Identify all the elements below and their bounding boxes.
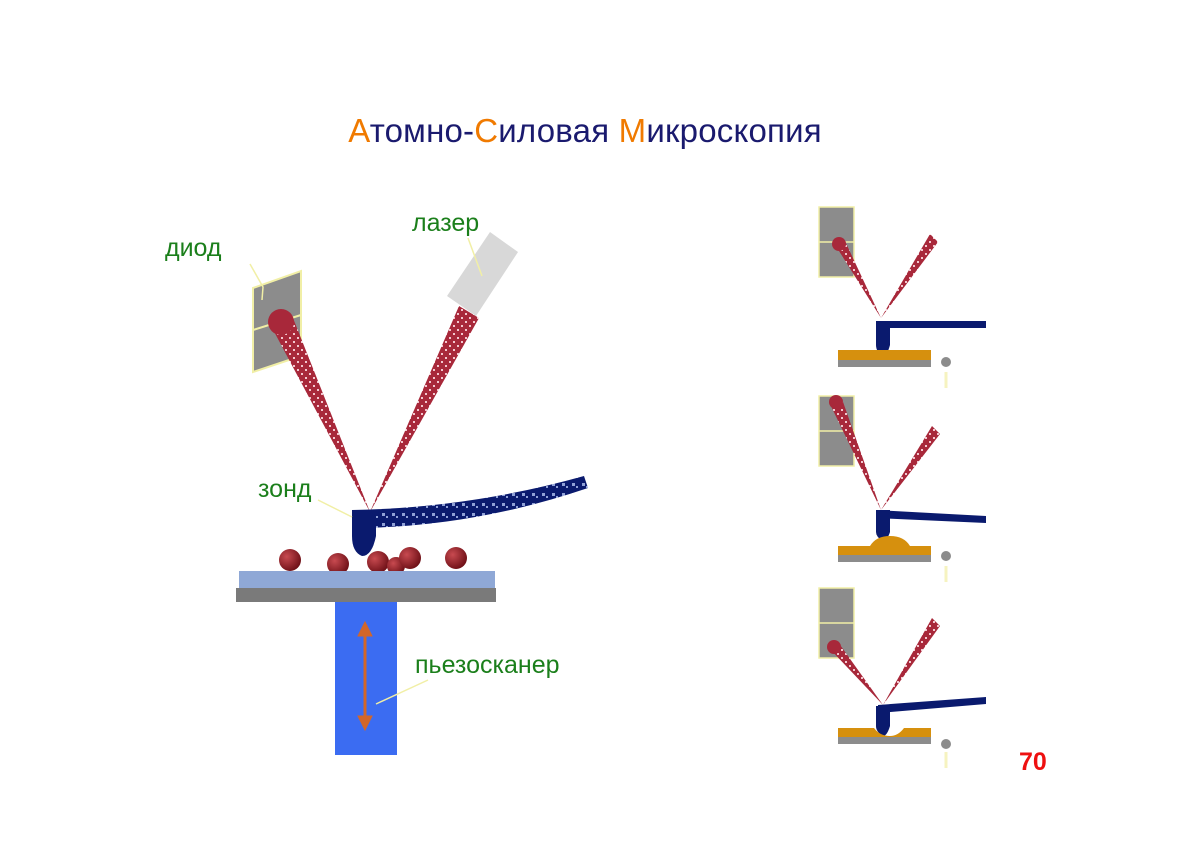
title-accent-3: М	[618, 112, 647, 149]
panel-3	[818, 587, 986, 768]
sample-particles	[279, 547, 467, 575]
label-piezoscanner: пьезосканер	[415, 651, 560, 679]
title-accent-2: С	[474, 112, 499, 149]
label-laser: лазер	[412, 209, 480, 237]
leader-lines	[249, 237, 483, 705]
laser-source	[447, 232, 518, 316]
title-text-1: томно-	[369, 112, 475, 149]
laser-beam-incident	[370, 306, 479, 512]
label-diode: диод	[165, 234, 222, 262]
panel-2	[818, 395, 986, 582]
cantilever	[352, 476, 588, 528]
panel-1	[818, 206, 986, 388]
title-text-3: икроскопия	[646, 112, 822, 149]
laser-beam-reflected	[270, 318, 370, 512]
probe-tip	[352, 512, 376, 556]
scanner-arrow	[357, 620, 373, 732]
stage-base	[236, 588, 496, 602]
laser-spot	[268, 309, 294, 335]
title-accent-1: А	[348, 112, 370, 149]
sample-stage	[239, 571, 495, 590]
label-probe: зонд	[258, 475, 312, 503]
page-title: Атомно-Силовая Микроскопия	[0, 112, 1170, 150]
title-text-2: иловая	[498, 112, 619, 149]
page-number: 70	[1019, 748, 1047, 776]
